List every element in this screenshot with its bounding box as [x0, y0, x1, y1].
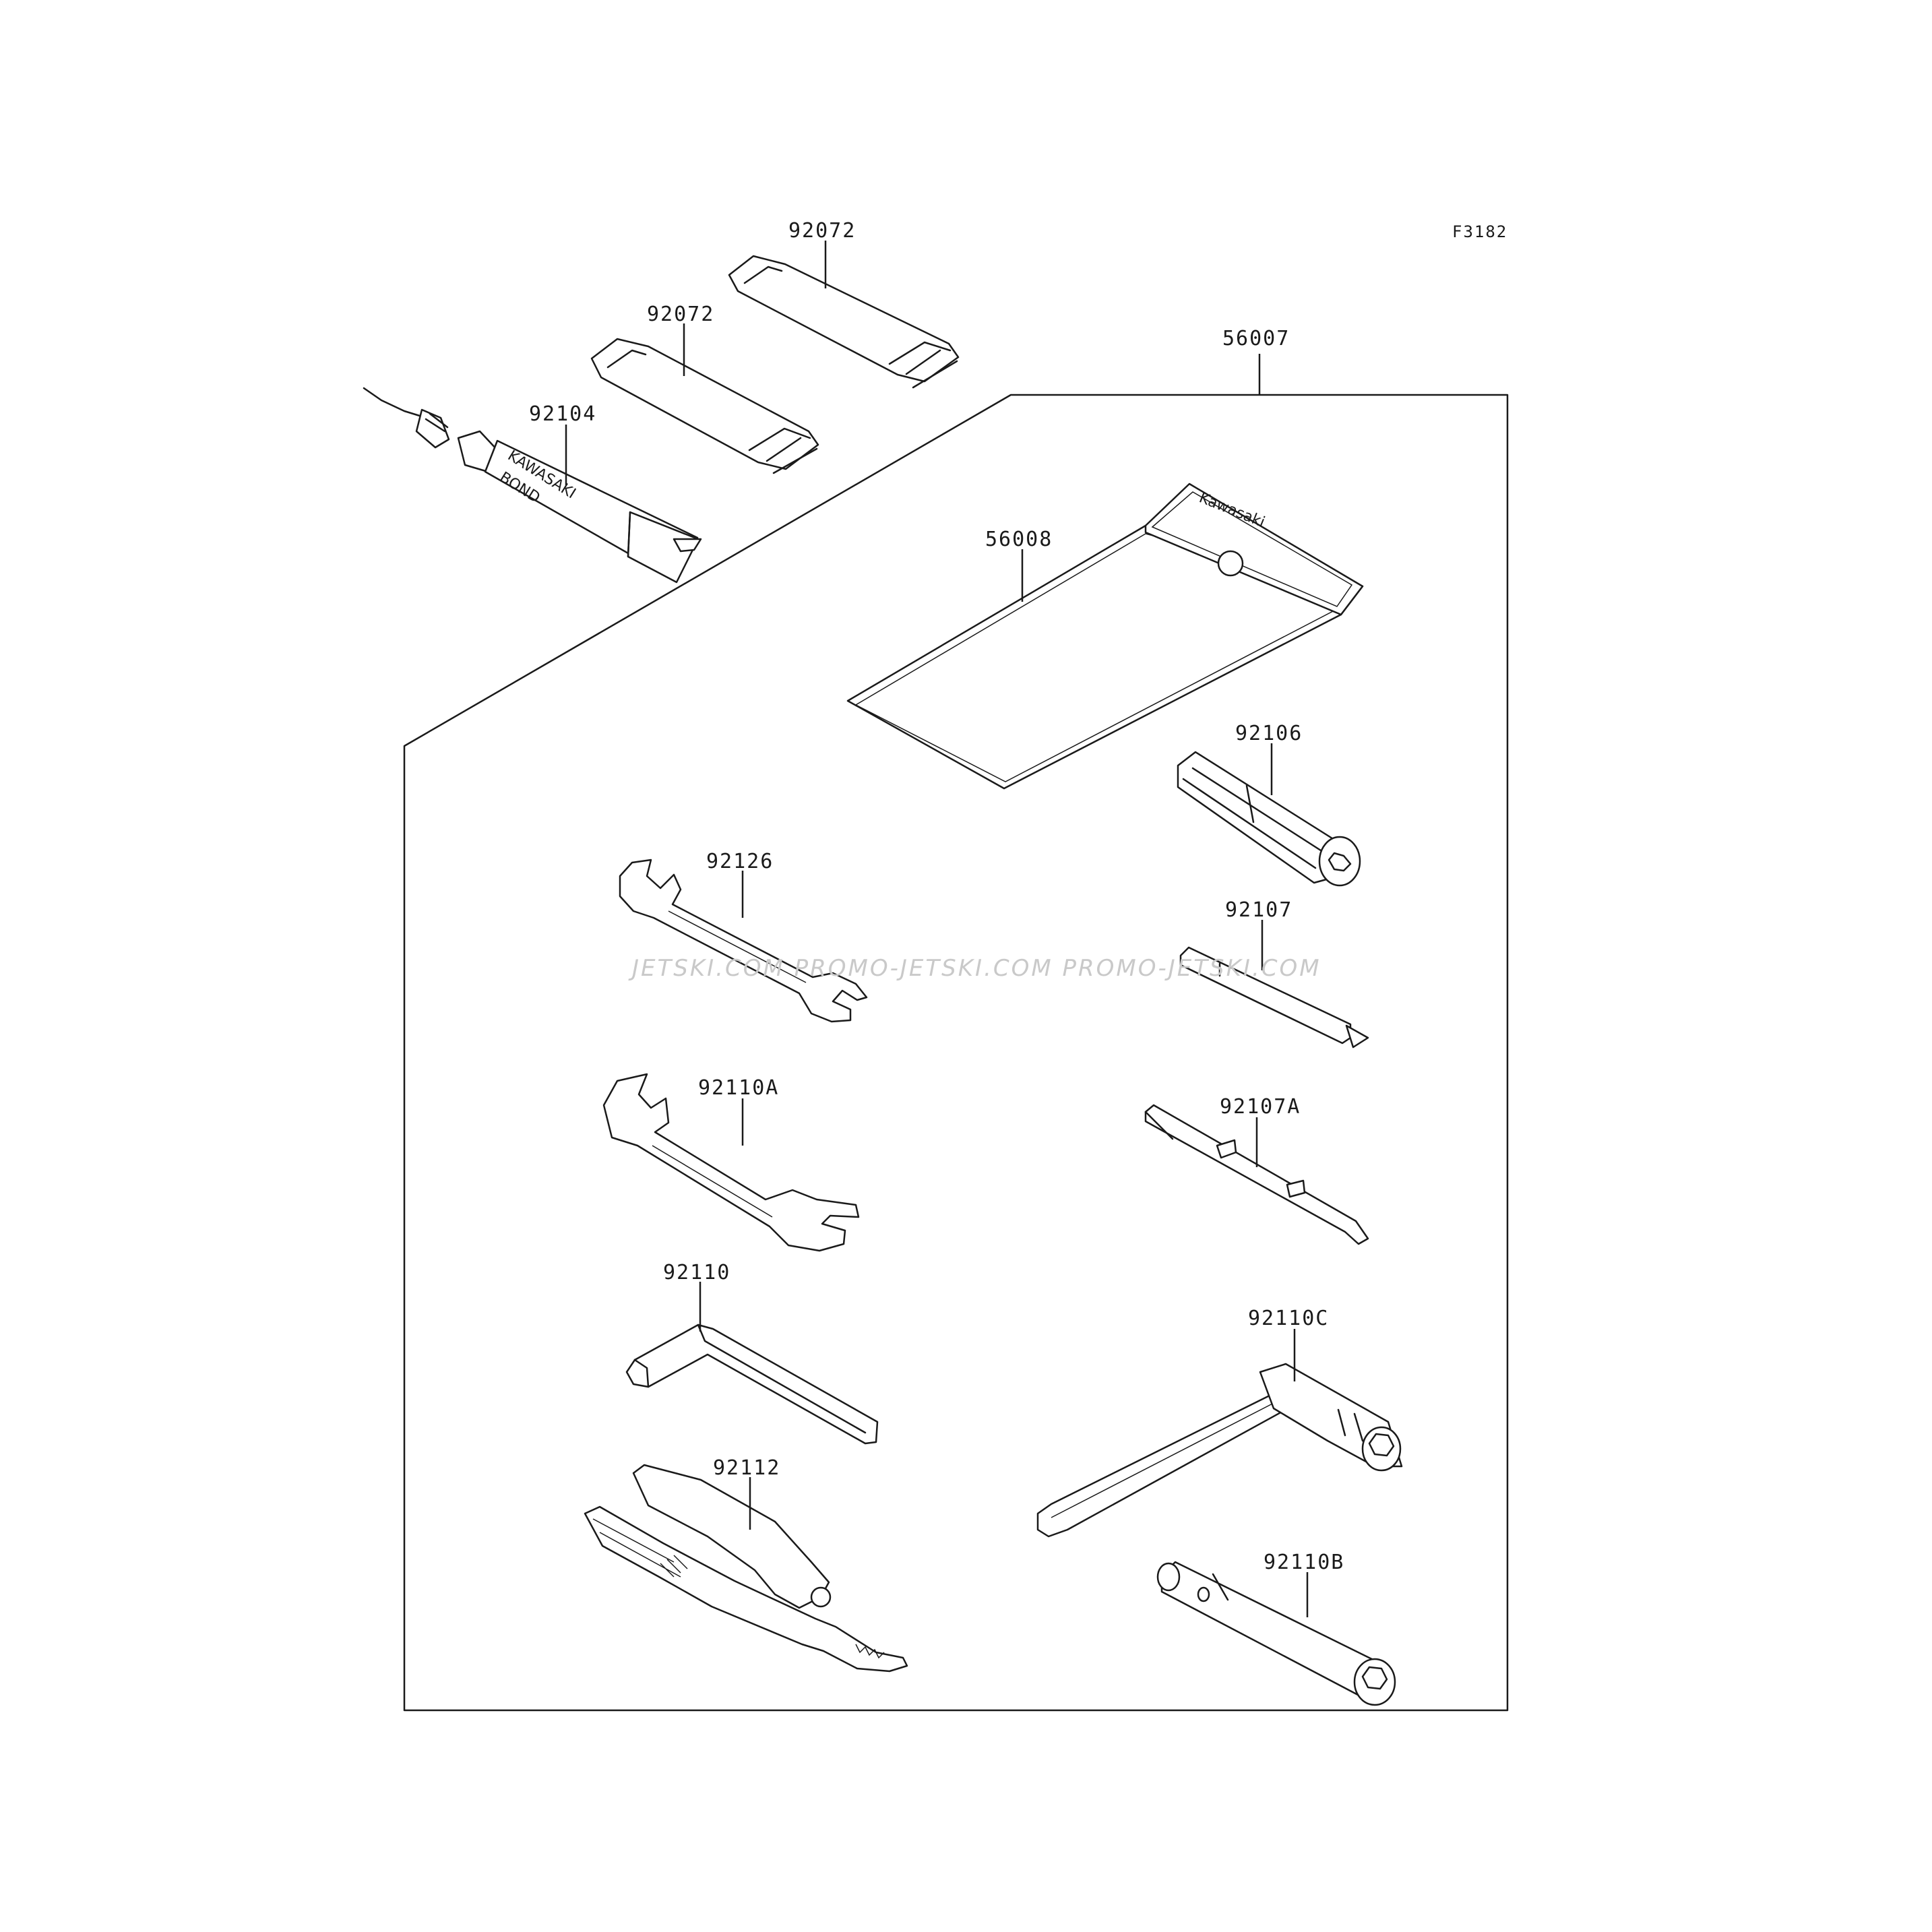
part-label-92110B[interactable]: 92110B — [1264, 1551, 1344, 1574]
part-label-92107A[interactable]: 92107A — [1220, 1095, 1301, 1119]
part-label-92126[interactable]: 92126 — [706, 850, 774, 873]
part-label-92072-upper[interactable]: 92072 — [788, 219, 856, 243]
part-label-92104[interactable]: 92104 — [529, 402, 596, 426]
socket-wrench-icon — [1156, 1561, 1396, 1706]
part-label-92110[interactable]: 92110 — [663, 1261, 730, 1284]
strap-icon — [590, 338, 819, 474]
pliers-icon — [584, 1464, 908, 1673]
strap-icon — [728, 255, 960, 389]
tool-bag-icon: Kawasaki — [846, 482, 1364, 790]
part-label-92112[interactable]: 92112 — [713, 1456, 780, 1480]
tool-kit-outline — [403, 394, 1509, 1712]
box-wrench-icon — [1036, 1363, 1403, 1538]
hex-key-icon — [625, 1323, 879, 1445]
part-label-92106[interactable]: 92106 — [1235, 722, 1303, 745]
part-label-56007[interactable]: 56007 — [1222, 327, 1290, 350]
open-end-wrench-icon — [602, 1073, 860, 1252]
open-end-wrench-icon — [619, 859, 868, 1023]
screwdriver-handle-icon — [1177, 751, 1361, 887]
part-label-92110A[interactable]: 92110A — [698, 1076, 779, 1100]
part-label-56008[interactable]: 56008 — [985, 528, 1053, 551]
part-label-92107[interactable]: 92107 — [1225, 898, 1292, 922]
watermark-text: JETSKI.COM PROMO-JETSKI.COM PROMO-JETSKI… — [628, 955, 1321, 982]
screwdriver-icon — [1179, 946, 1369, 1049]
part-label-92110C[interactable]: 92110C — [1248, 1307, 1329, 1330]
sheet-code: F3182 — [1452, 222, 1507, 241]
screwdriver-icon — [1144, 1104, 1369, 1245]
part-label-92072-lower[interactable]: 92072 — [647, 303, 714, 326]
